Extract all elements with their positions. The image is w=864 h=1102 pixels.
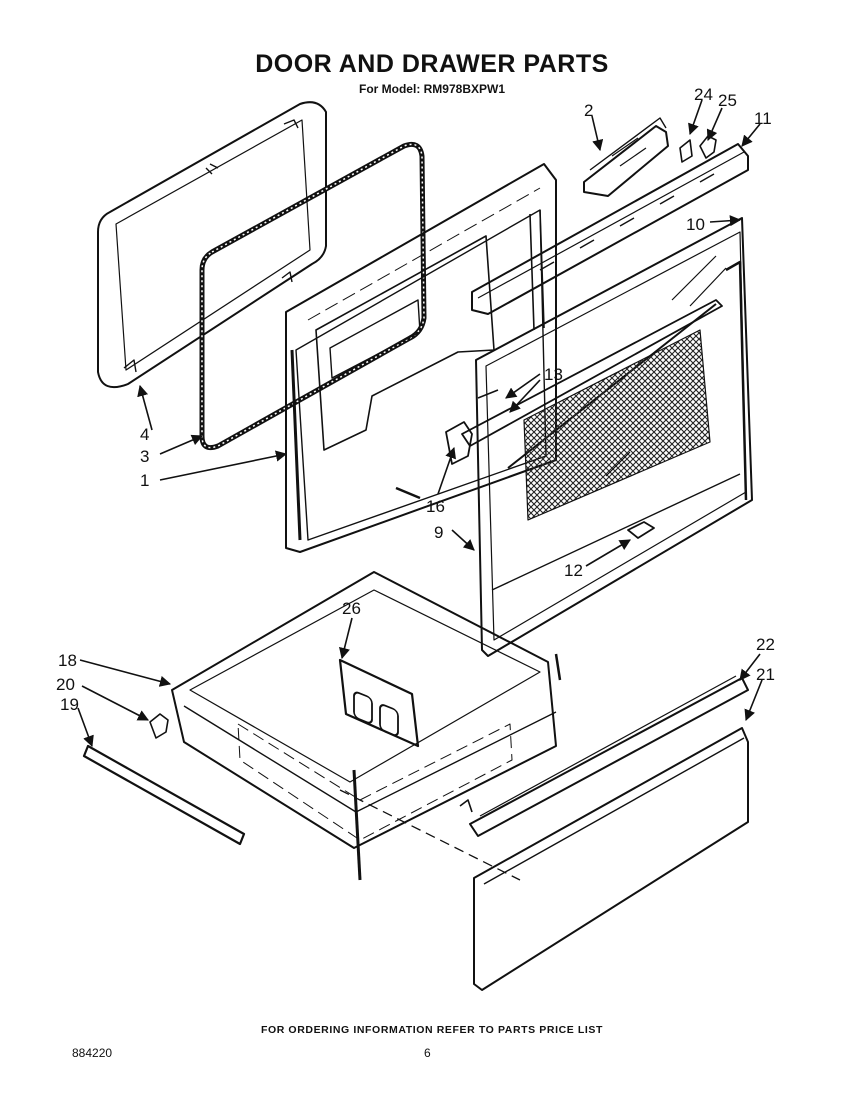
page-number: 6 [424,1046,431,1060]
part-24-strip [679,139,693,163]
part-4-door-panel [97,101,327,388]
callout-22: 22 [756,635,775,654]
part-12-latch [627,521,655,539]
part-22-trim [469,675,749,837]
model-subtitle: For Model: RM978BXPW1 [358,82,505,96]
callout-9: 9 [434,523,443,542]
leader-lines [77,99,763,748]
part-20-clip [149,713,169,739]
diagram-title: DOOR AND DRAWER PARTS [255,50,609,78]
part-1-inner-door [285,163,557,553]
part-13-hinge [461,299,723,447]
callout-labels: 4 3 1 2 24 25 11 10 13 16 9 12 26 18 20 … [56,85,775,714]
assembly-line [339,789,521,881]
part-2-bracket [583,117,669,197]
document-number: 884220 [72,1046,113,1060]
callout-11: 11 [754,109,772,128]
part-11-rail [471,143,749,315]
part-21-drawer-front [473,727,749,991]
part-25-clip [699,135,717,159]
ordering-note: FOR ORDERING INFORMATION REFER TO PARTS … [260,1024,604,1036]
callout-25: 25 [718,91,737,110]
callout-26: 26 [342,599,361,618]
callout-4: 4 [140,425,149,444]
callout-20: 20 [56,675,75,694]
callout-2: 2 [584,101,593,120]
callout-13: 13 [544,365,563,384]
callout-1: 1 [140,471,149,490]
callout-18: 18 [58,651,77,670]
callout-3: 3 [140,447,149,466]
callout-10: 10 [686,215,705,234]
callout-24: 24 [694,85,713,104]
part-10-glass [523,255,727,521]
part-19-strip [82,744,246,846]
callout-21: 21 [756,665,775,684]
callout-12: 12 [564,561,583,580]
part-18-drawer [171,571,562,881]
part-26-divider [338,658,420,748]
callout-19: 19 [60,695,79,714]
callout-16: 16 [426,497,445,516]
